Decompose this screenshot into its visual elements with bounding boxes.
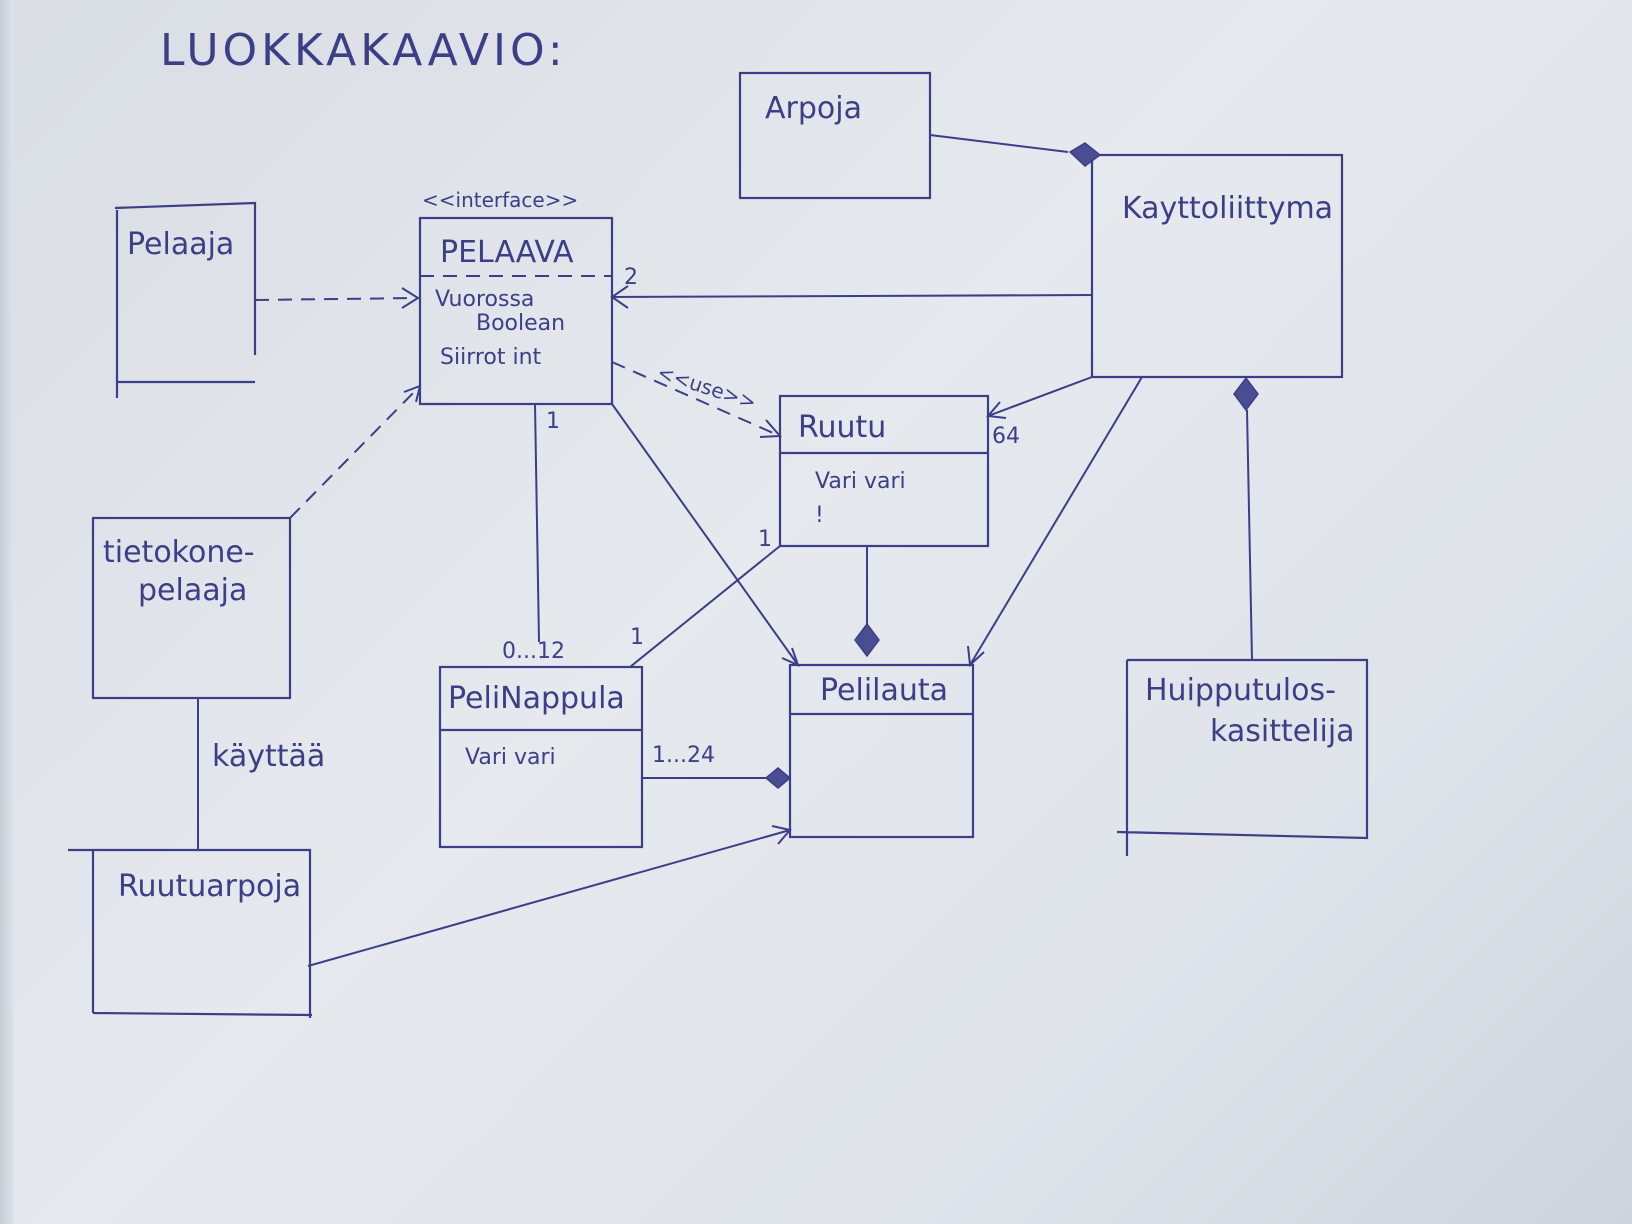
class-ruutuarpoja: Ruutuarpoja bbox=[68, 848, 313, 1018]
class-huipputuloskasittelija: Huipputulos- kasittelija bbox=[1116, 658, 1369, 856]
class-tietokonepelaaja-name-line2: pelaaja bbox=[138, 573, 247, 608]
rel-kayttoliittyma-pelilauta bbox=[967, 376, 1143, 668]
mult-1-nappula: 1 bbox=[630, 625, 644, 650]
rel-kayttoliittyma-ruutu: 64 bbox=[986, 376, 1093, 449]
aggregation-diamond bbox=[1233, 376, 1259, 412]
label-use: <<use>> bbox=[654, 360, 759, 414]
composition-diamond bbox=[764, 767, 792, 789]
paper-edge bbox=[0, 0, 14, 1224]
class-pelaava-attr1: Vuorossa bbox=[435, 287, 534, 312]
rel-ruutu-pelinappula: 1 1 bbox=[629, 527, 781, 668]
class-arpoja-name: Arpoja bbox=[765, 91, 862, 126]
rel-ruutu-pelilauta bbox=[854, 546, 880, 658]
mult-2: 2 bbox=[624, 265, 638, 290]
rel-huipputulos-kayttoliittyma bbox=[1233, 376, 1259, 661]
mult-1-ruutu: 1 bbox=[758, 527, 772, 552]
rel-kayttoliittyma-pelaava: 2 bbox=[610, 265, 1093, 309]
mult-64: 64 bbox=[992, 424, 1020, 449]
class-pelinappula-name: PeliNappula bbox=[448, 681, 625, 716]
class-pelaaja: Pelaaja bbox=[114, 201, 257, 398]
class-pelinappula-attr1: Vari vari bbox=[465, 745, 556, 770]
class-huipputuloskasittelija-name-line2: kasittelija bbox=[1210, 714, 1355, 749]
class-arpoja: Arpoja bbox=[738, 71, 932, 200]
mult-0-12: 0...12 bbox=[502, 639, 565, 664]
class-tietokonepelaaja-name-line1: tietokone- bbox=[103, 535, 255, 570]
aggregation-diamond bbox=[1068, 142, 1102, 167]
class-ruutu-attr1: Vari vari bbox=[815, 469, 906, 494]
rel-pelaaja-pelaava bbox=[254, 287, 420, 309]
diagram-title: LUOKKAKAAVIO: bbox=[160, 25, 567, 76]
class-pelaaja-name: Pelaaja bbox=[127, 227, 234, 262]
rel-pelaava-ruutu-use: <<use>> bbox=[611, 360, 783, 438]
class-huipputuloskasittelija-name-line1: Huipputulos- bbox=[1145, 673, 1336, 708]
label-kayttaa: käyttää bbox=[212, 739, 325, 774]
class-pelilauta: Pelilauta bbox=[788, 663, 975, 839]
rel-tietokonepelaaja-pelaava bbox=[289, 384, 422, 519]
class-kayttoliittyma: Kayttoliittyma bbox=[1090, 153, 1344, 379]
class-pelaava-attr2: Siirrot int bbox=[440, 345, 542, 370]
rel-pelaava-pelinappula: 1 0...12 bbox=[502, 403, 565, 664]
class-kayttoliittyma-name: Kayttoliittyma bbox=[1122, 191, 1333, 226]
rel-arpoja-kayttoliittyma bbox=[929, 134, 1102, 167]
rel-tietokonepelaaja-ruutuarpoja: käyttää bbox=[197, 698, 325, 850]
mult-1-24: 1...24 bbox=[652, 743, 715, 768]
rel-pelinappula-pelilauta: 1...24 bbox=[642, 743, 792, 789]
class-pelaava-name: PELAAVA bbox=[440, 235, 574, 270]
class-pelaava-attr1-type: Boolean bbox=[476, 311, 565, 336]
class-pelinappula: PeliNappula Vari vari bbox=[438, 665, 644, 849]
rel-pelaava-pelilauta bbox=[611, 403, 800, 667]
mult-1-pelaava: 1 bbox=[546, 409, 560, 434]
class-ruutuarpoja-name: Ruutuarpoja bbox=[118, 869, 301, 904]
class-ruutu-attr2: ! bbox=[815, 503, 824, 528]
rel-ruutuarpoja-pelilauta bbox=[307, 825, 792, 967]
composition-diamond bbox=[854, 622, 880, 658]
class-pelaava: <<interface>> PELAAVA Vuorossa Boolean S… bbox=[418, 188, 614, 406]
class-pelaava-stereotype: <<interface>> bbox=[422, 188, 578, 212]
class-ruutu: Ruutu Vari vari ! bbox=[778, 394, 990, 548]
class-pelilauta-name: Pelilauta bbox=[820, 673, 948, 708]
class-ruutu-name: Ruutu bbox=[798, 410, 886, 445]
class-tietokonepelaaja: tietokone- pelaaja bbox=[91, 516, 292, 700]
